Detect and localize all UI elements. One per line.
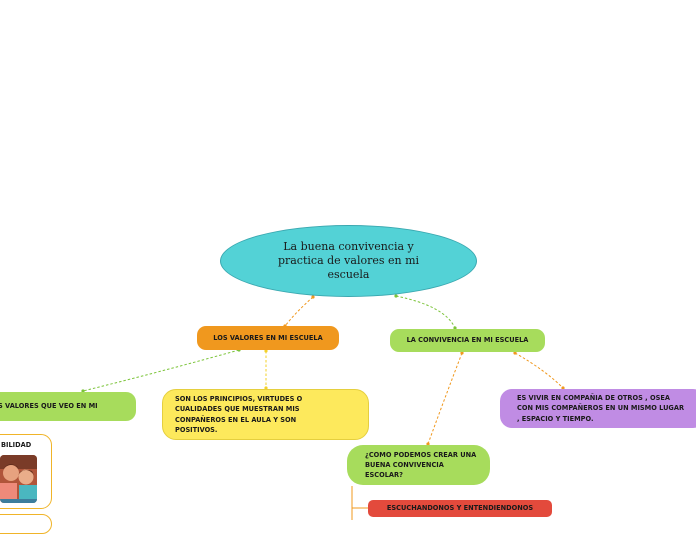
subtopic-principios-label: SON LOS PRINCIPIOS, VIRTUDES O CUALIDADE…	[175, 394, 325, 435]
subtopic-bilidad-label: BILIDAD	[1, 440, 31, 450]
subtopic-partial-bottom[interactable]	[0, 514, 52, 534]
subtopic-bilidad[interactable]: BILIDAD	[0, 434, 52, 509]
central-topic-label: La buena convivencia y practica de valor…	[274, 240, 424, 281]
central-topic[interactable]: La buena convivencia y practica de valor…	[220, 225, 477, 297]
subtopic-valores-vistos-label: S VALORES QUE VEO EN MI	[0, 401, 98, 411]
link-center-convivencia	[396, 296, 455, 328]
link-center-valores	[285, 297, 313, 326]
subtopic-vivir-label: ES VIVIR EN COMPAÑIA DE OTROS , OSEA CON…	[517, 393, 687, 424]
link-convivencia-vivir	[515, 353, 563, 388]
topic-convivencia-label: LA CONVIVENCIA EN MI ESCUELA	[407, 335, 529, 345]
people-illustration	[0, 455, 37, 503]
subtopic-escuchando-label: ESCUCHANDONOS Y ENTENDIENDONOS	[387, 503, 533, 513]
topic-convivencia[interactable]: LA CONVIVENCIA EN MI ESCUELA	[390, 329, 545, 352]
topic-valores[interactable]: LOS VALORES EN MI ESCUELA	[197, 326, 339, 350]
subtopic-como-crear[interactable]: ¿COMO PODEMOS CREAR UNA BUENA CONVIVENCI…	[347, 445, 490, 485]
link-como-escuchando	[352, 486, 368, 520]
subtopic-como-crear-label: ¿COMO PODEMOS CREAR UNA BUENA CONVIVENCI…	[365, 450, 478, 481]
subtopic-principios[interactable]: SON LOS PRINCIPIOS, VIRTUDES O CUALIDADE…	[162, 389, 369, 440]
subtopic-vivir-en-compania[interactable]: ES VIVIR EN COMPAÑIA DE OTROS , OSEA CON…	[500, 389, 696, 428]
link-convivencia-como	[428, 353, 462, 444]
mind-map-canvas: La buena convivencia y practica de valor…	[0, 0, 696, 520]
subtopic-valores-vistos[interactable]: S VALORES QUE VEO EN MI	[0, 392, 136, 421]
link-valores-vemos	[83, 350, 239, 391]
topic-valores-label: LOS VALORES EN MI ESCUELA	[213, 333, 322, 343]
subtopic-escuchando[interactable]: ESCUCHANDONOS Y ENTENDIENDONOS	[368, 500, 552, 517]
